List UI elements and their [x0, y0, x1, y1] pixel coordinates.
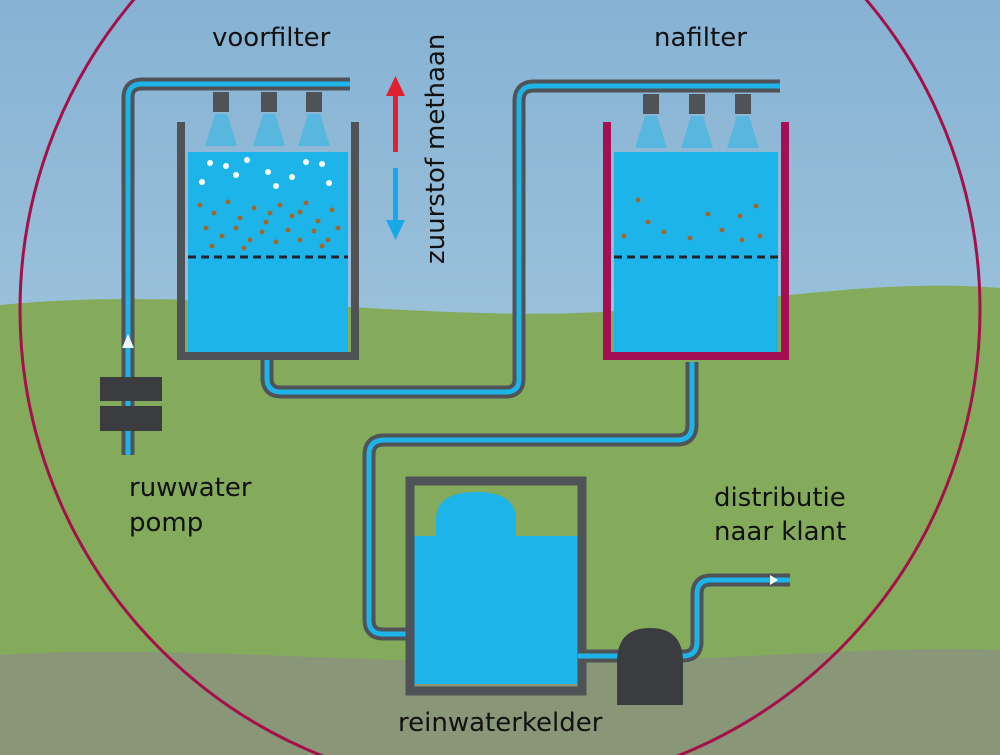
distributie-label: distributie [714, 483, 846, 513]
voorfilter-label: voorfilter [212, 23, 331, 53]
naar-klant-label: naar klant [714, 517, 846, 547]
distribution-pump [617, 628, 683, 705]
flow-arrow-right [770, 575, 778, 585]
voorfilter-sprinklers [205, 92, 330, 146]
nafilter-particles [621, 197, 763, 243]
zuurstof-label: zuurstof [421, 157, 451, 264]
methane-arrow [386, 76, 405, 152]
reinwaterkelder-tank [405, 476, 587, 696]
nafilter-tank [603, 122, 789, 360]
methaan-label: methaan [421, 34, 451, 150]
voorfilter-bubbles [199, 157, 332, 189]
ground-layer [0, 649, 1000, 755]
frame-circle [18, 0, 982, 755]
voorfilter-particles [197, 199, 341, 251]
pomp-label: pomp [129, 508, 203, 538]
raw-water-pump [100, 377, 162, 431]
oxygen-arrow [386, 168, 405, 240]
voorfilter-tank [177, 122, 359, 360]
voorfilter-water [188, 152, 348, 352]
reinwaterkelder-label: reinwaterkelder [398, 708, 603, 738]
ruwwater-label: ruwwater [129, 473, 252, 503]
nafilter-label: nafilter [654, 23, 747, 53]
nafilter-water [614, 152, 778, 352]
nafilter-sprinklers [635, 94, 759, 148]
flow-arrow-up [122, 334, 134, 348]
